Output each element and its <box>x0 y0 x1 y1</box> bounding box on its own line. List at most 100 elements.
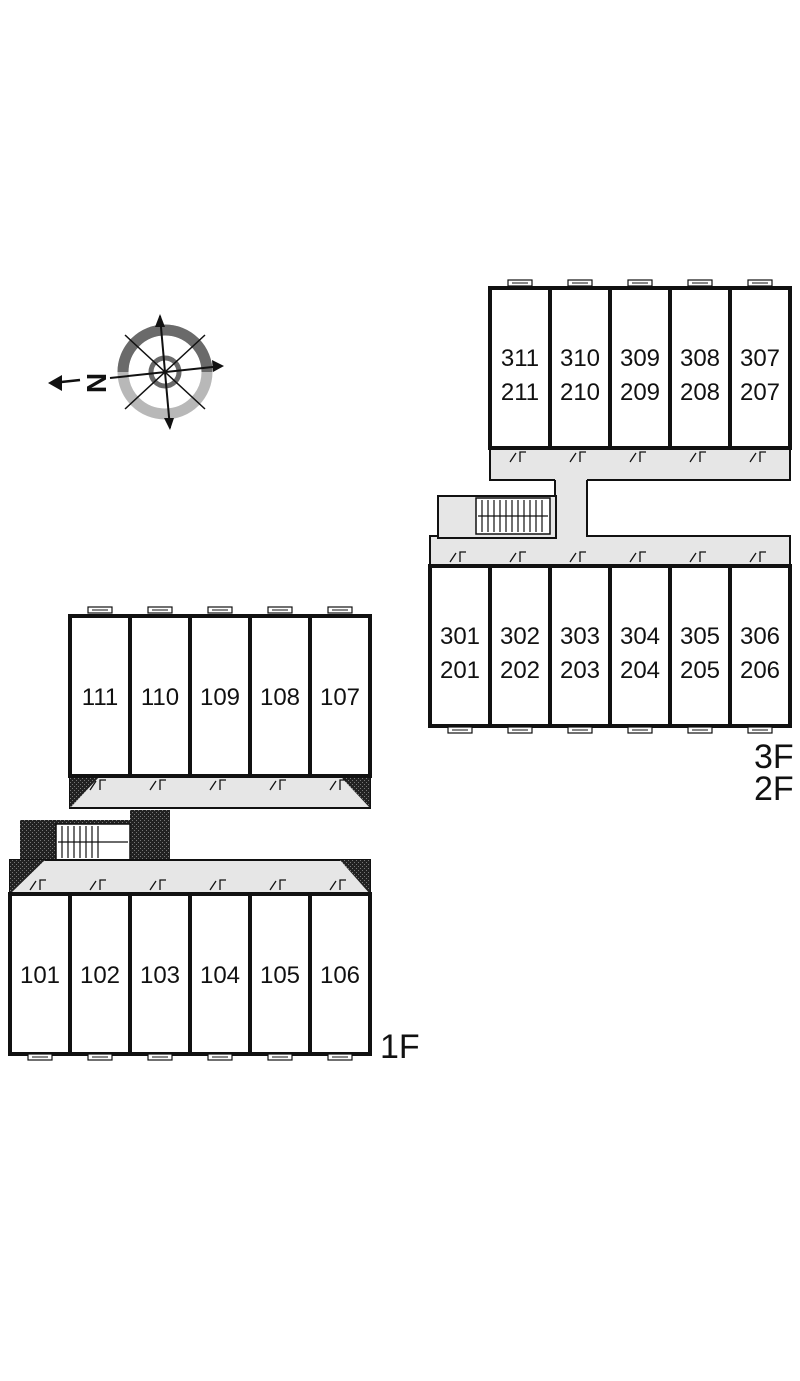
door-icon <box>449 551 466 563</box>
balcony-icon <box>687 279 713 287</box>
door-icon <box>209 779 226 791</box>
unit-number-upper: 311 <box>501 345 539 372</box>
unit-number: 101 <box>20 962 60 989</box>
door-icon <box>89 879 106 891</box>
unit-107: 107 <box>308 606 372 791</box>
compass-icon: N <box>48 314 224 430</box>
door-icon <box>149 779 166 791</box>
unit-number-upper: 310 <box>560 345 600 372</box>
balcony-icon <box>507 279 533 287</box>
balcony-icon <box>507 726 533 734</box>
balcony-icon <box>87 1053 113 1061</box>
balcony-icon <box>267 1053 293 1061</box>
unit-number: 106 <box>320 962 360 989</box>
door-icon <box>209 879 226 891</box>
balcony-icon <box>627 726 653 734</box>
unit-number-lower: 206 <box>740 657 780 684</box>
unit-number-upper: 308 <box>680 345 720 372</box>
unit-number: 108 <box>260 684 300 711</box>
balcony-icon <box>147 1053 173 1061</box>
unit-110: 110 <box>128 606 192 791</box>
unit-number-lower: 208 <box>680 379 720 406</box>
door-icon <box>269 879 286 891</box>
balcony-icon <box>627 279 653 287</box>
door-icon <box>569 551 586 563</box>
door-icon <box>329 779 346 791</box>
door-icon <box>269 779 286 791</box>
unit-101: 101 <box>8 879 72 1061</box>
balcony-icon <box>447 726 473 734</box>
unit-number: 111 <box>82 684 118 711</box>
balcony-icon <box>87 606 113 614</box>
door-icon <box>89 779 106 791</box>
unit-number-upper: 301 <box>440 623 480 650</box>
unit-103: 103 <box>128 879 192 1061</box>
balcony-icon <box>267 606 293 614</box>
unit-number-upper: 306 <box>740 623 780 650</box>
door-icon <box>149 879 166 891</box>
balcony-icon <box>747 279 773 287</box>
door-icon <box>29 879 46 891</box>
unit-number-upper: 309 <box>620 345 660 372</box>
unit-number: 104 <box>200 962 240 989</box>
unit-number-lower: 211 <box>501 379 539 406</box>
floor-label-1f: 1F <box>380 1028 420 1066</box>
ground-building: 111 110 109 108 107 101 102 103 104 105 106 1F <box>8 606 420 1066</box>
unit-105: 105 <box>248 879 312 1061</box>
unit-number-lower: 204 <box>620 657 660 684</box>
unit-number: 103 <box>140 962 180 989</box>
door-icon <box>329 879 346 891</box>
unit-109: 109 <box>188 606 252 791</box>
unit-number-upper: 302 <box>500 623 540 650</box>
unit-number: 109 <box>200 684 240 711</box>
door-icon <box>749 451 766 463</box>
balcony-icon <box>747 726 773 734</box>
balcony-icon <box>327 1053 353 1061</box>
door-icon <box>509 551 526 563</box>
unit-number: 102 <box>80 962 120 989</box>
balcony-icon <box>567 279 593 287</box>
unit-number-lower: 207 <box>740 379 780 406</box>
door-icon <box>629 551 646 563</box>
balcony-icon <box>207 606 233 614</box>
unit-number-lower: 210 <box>560 379 600 406</box>
unit-111: 111 <box>68 606 132 791</box>
balcony-icon <box>147 606 173 614</box>
unit-number: 110 <box>141 684 179 711</box>
unit-108: 108 <box>248 606 312 791</box>
unit-106: 106 <box>308 879 372 1061</box>
door-icon <box>569 451 586 463</box>
floor-label-2f: 2F <box>754 770 794 808</box>
unit-number-upper: 305 <box>680 623 720 650</box>
unit-number-upper: 304 <box>620 623 660 650</box>
unit-104: 104 <box>188 879 252 1061</box>
floor-label-3f: 3F <box>754 738 794 776</box>
unit-number-lower: 205 <box>680 657 720 684</box>
balcony-icon <box>207 1053 233 1061</box>
door-icon <box>509 451 526 463</box>
door-icon <box>629 451 646 463</box>
unit-number-lower: 202 <box>500 657 540 684</box>
unit-number: 105 <box>260 962 300 989</box>
unit-number-upper: 303 <box>560 623 600 650</box>
balcony-icon <box>327 606 353 614</box>
balcony-icon <box>687 726 713 734</box>
unit-number-upper: 307 <box>740 345 780 372</box>
unit-number-lower: 209 <box>620 379 660 406</box>
balcony-icon <box>567 726 593 734</box>
north-label: N <box>81 373 112 393</box>
unit-number: 107 <box>320 684 360 711</box>
unit-number-lower: 201 <box>440 657 480 684</box>
